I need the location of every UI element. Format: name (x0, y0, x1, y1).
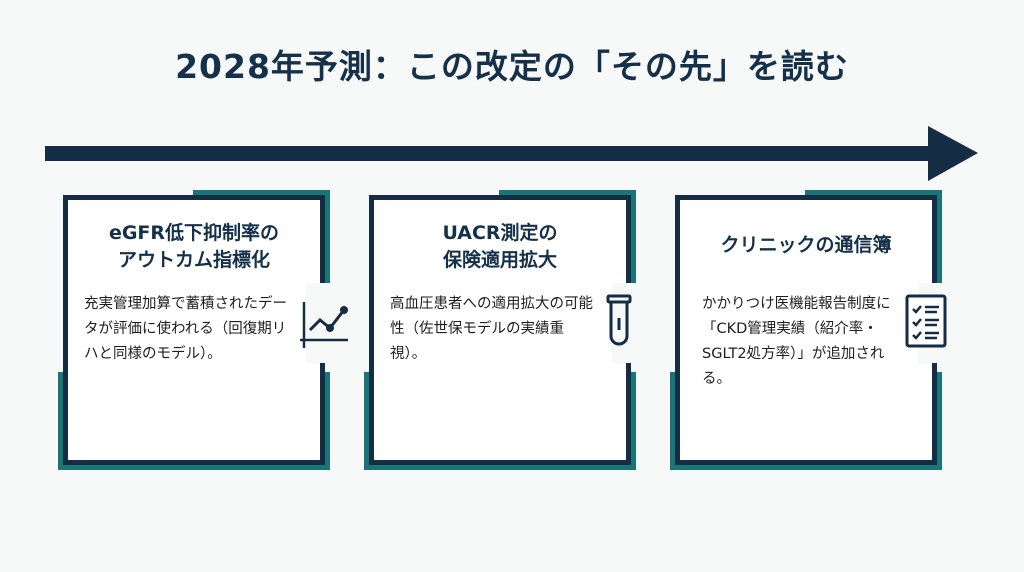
card-uacr-coverage: UACR測定の保険適用拡大 高血圧患者への適用拡大の可能性（佐世保モデルの実績重… (364, 190, 636, 470)
card-clinic-report: クリニックの通信簿 かかりつけ医機能報告制度に「CKD管理実績（紹介率・SGLT… (670, 190, 947, 470)
card-title: eGFR低下抑制率のアウトカム指標化 (108, 222, 280, 271)
card-egfr-outcome: eGFR低下抑制率のアウトカム指標化 充実管理加算で蓄積されたデータが評価に使わ… (58, 190, 348, 470)
test-tube-icon (606, 294, 632, 346)
card-body: 高血圧患者への適用拡大の可能性（佐世保モデルの実績重視）。 (390, 296, 593, 362)
card-title: UACR測定の保険適用拡大 (442, 222, 558, 271)
line-chart-icon (300, 302, 348, 348)
card-body: かかりつけ医機能報告制度に「CKD管理実績（紹介率・SGLT2処方率）」が追加さ… (702, 296, 891, 387)
checklist-icon (905, 294, 947, 348)
page-title: 2028年予測：この改定の「その先」を読む (175, 47, 849, 86)
card-title: クリニックの通信簿 (720, 234, 892, 256)
timeline-arrow (45, 126, 978, 181)
card-body: 充実管理加算で蓄積されたデータが評価に使われる（回復期リハと同様のモデル）。 (84, 296, 287, 362)
